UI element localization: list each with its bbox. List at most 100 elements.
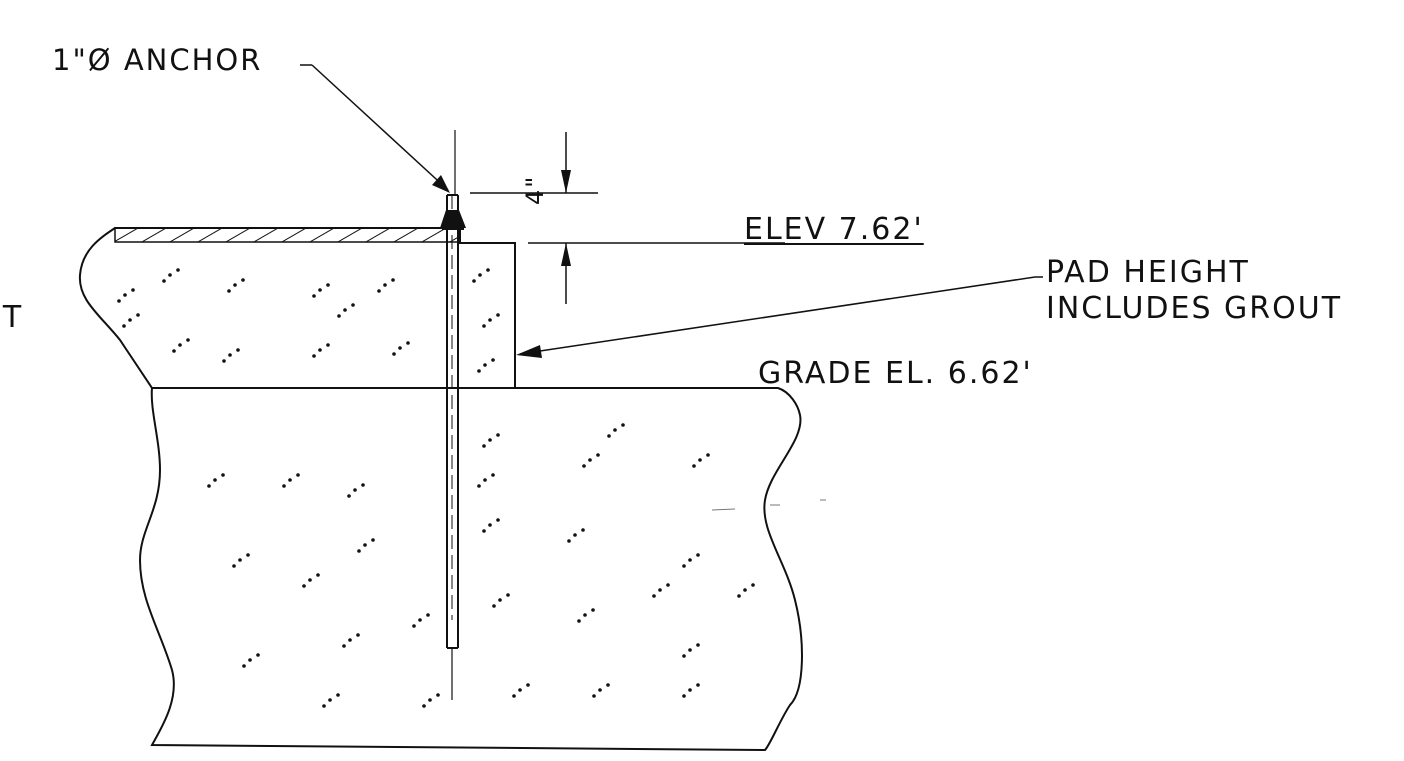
aggregate-dot <box>588 458 592 462</box>
aggregate-dot <box>666 583 670 587</box>
aggregate-dot <box>328 698 332 702</box>
aggregate-dot <box>288 478 292 482</box>
aggregate-dot <box>342 644 346 648</box>
aggregate-dots <box>117 268 755 708</box>
aggregate-dot <box>241 278 245 282</box>
aggregate-dot <box>506 593 510 597</box>
aggregate-dot <box>233 283 237 287</box>
aggregate-dot <box>483 363 487 367</box>
aggregate-dot <box>606 683 610 687</box>
aggregate-dot <box>751 583 755 587</box>
aggregate-dot <box>353 488 357 492</box>
aggregate-dot <box>596 453 600 457</box>
aggregate-dot <box>136 313 140 317</box>
aggregate-dot <box>312 354 316 358</box>
aggregate-dot <box>428 698 432 702</box>
elevation-label: ELEV 7.62' <box>744 212 924 247</box>
aggregate-dot <box>122 324 126 328</box>
aggregate-dot <box>706 453 710 457</box>
aggregate-dot <box>592 694 596 698</box>
aggregate-dot <box>577 619 581 623</box>
aggregate-dot <box>236 348 240 352</box>
aggregate-dot <box>483 478 487 482</box>
aggregate-dot <box>343 308 347 312</box>
aggregate-dot <box>482 324 486 328</box>
aggregate-dot <box>422 704 426 708</box>
aggregate-dot <box>162 279 166 283</box>
aggregate-dot <box>472 279 476 283</box>
aggregate-dot <box>436 693 440 697</box>
aggregate-dot <box>591 608 595 612</box>
cut-off-label: JT <box>0 300 24 335</box>
aggregate-dot <box>491 473 495 477</box>
aggregate-dot <box>357 549 361 553</box>
aggregate-dot <box>282 484 286 488</box>
aggregate-dot <box>228 353 232 357</box>
aggregate-dot <box>168 273 172 277</box>
aggregate-dot <box>607 434 611 438</box>
aggregate-dot <box>391 278 395 282</box>
aggregate-dot <box>477 369 481 373</box>
aggregate-dot <box>743 588 747 592</box>
aggregate-dot <box>477 484 481 488</box>
aggregate-dot <box>682 564 686 568</box>
aggregate-dot <box>312 294 316 298</box>
aggregate-dot <box>356 633 360 637</box>
pad-height-label-line2: INCLUDES GROUT <box>1046 291 1343 326</box>
aggregate-dot <box>567 539 571 543</box>
aggregate-dot <box>326 283 330 287</box>
aggregate-dot <box>377 289 381 293</box>
aggregate-dot <box>117 299 121 303</box>
aggregate-dot <box>128 318 132 322</box>
pad-height-leader <box>516 276 1043 358</box>
aggregate-dot <box>123 293 127 297</box>
pad-block <box>78 227 516 389</box>
aggregate-dot <box>222 359 226 363</box>
aggregate-dot <box>688 648 692 652</box>
aggregate-dot <box>347 494 351 498</box>
aggregate-dot <box>336 693 340 697</box>
aggregate-dot <box>478 273 482 277</box>
aggregate-dot <box>296 473 300 477</box>
aggregate-dot <box>227 289 231 293</box>
aggregate-dot <box>383 283 387 287</box>
aggregate-dot <box>696 643 700 647</box>
grade-label: GRADE EL. 6.62' <box>758 356 1033 391</box>
aggregate-dot <box>698 458 702 462</box>
aggregate-dot <box>688 688 692 692</box>
aggregate-dot <box>326 343 330 347</box>
aggregate-dot <box>737 594 741 598</box>
aggregate-dot <box>488 523 492 527</box>
aggregate-dot <box>496 313 500 317</box>
aggregate-dot <box>696 553 700 557</box>
aggregate-dot <box>573 533 577 537</box>
aggregate-dot <box>526 683 530 687</box>
grout-hatch <box>114 227 461 243</box>
aggregate-dot <box>176 268 180 272</box>
aggregate-dot <box>316 573 320 577</box>
aggregate-dot <box>363 543 367 547</box>
aggregate-dot <box>652 594 656 598</box>
aggregate-dot <box>418 618 422 622</box>
aggregate-dot <box>583 613 587 617</box>
aggregate-dot <box>348 638 352 642</box>
aggregate-dot <box>482 444 486 448</box>
aggregate-dot <box>613 428 617 432</box>
aggregate-dot <box>692 464 696 468</box>
aggregate-dot <box>207 484 211 488</box>
aggregate-dot <box>232 564 236 568</box>
aggregate-dot <box>242 664 246 668</box>
aggregate-dot <box>496 433 500 437</box>
aggregate-dot <box>178 343 182 347</box>
anchor-rod <box>440 130 466 700</box>
aggregate-dot <box>688 558 692 562</box>
aggregate-dot <box>337 314 341 318</box>
anchor-label: 1"Ø ANCHOR <box>52 43 263 77</box>
aggregate-dot <box>248 658 252 662</box>
aggregate-dot <box>246 553 250 557</box>
aggregate-dot <box>412 624 416 628</box>
pad-height-label-line1: PAD HEIGHT <box>1046 255 1250 290</box>
aggregate-dot <box>426 613 430 617</box>
aggregate-dot <box>682 654 686 658</box>
